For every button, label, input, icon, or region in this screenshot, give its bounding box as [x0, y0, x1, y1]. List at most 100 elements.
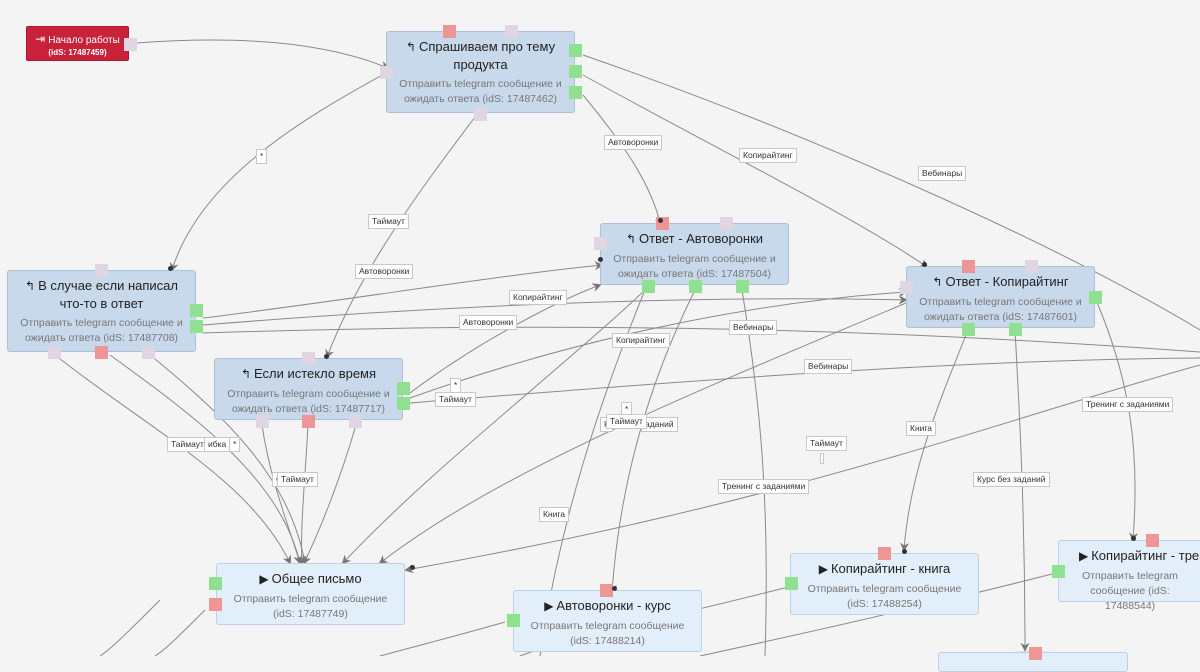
port-fail[interactable] [878, 547, 891, 560]
edge-expired-copy [409, 287, 908, 399]
edge-label: ибка [204, 437, 231, 452]
node-description: Отправить telegram сообщение и ожидать о… [613, 253, 776, 280]
edge-expired-general-3 [303, 424, 357, 565]
node-description: Отправить telegram сообщение (idS: 17488… [1082, 570, 1178, 612]
time-expired-node[interactable]: ↰Если истекло время Отправить telegram с… [214, 358, 403, 420]
node-description: Отправить telegram сообщение (idS: 17488… [807, 583, 962, 610]
edge-label: Копирайтинг [739, 148, 797, 163]
edge-label: Таймаут [606, 414, 647, 429]
edge-label: Таймаут [435, 392, 476, 407]
copywriting-book-node[interactable]: ▶Копирайтинг - книга Отправить telegram … [790, 553, 979, 615]
edge-label: Таймаут [806, 436, 847, 451]
port-success[interactable] [209, 577, 222, 590]
port-fail[interactable] [1146, 534, 1159, 547]
reply-icon: ↰ [625, 232, 636, 246]
start-node[interactable]: ⇥Начало работы (idS: 17487459) [26, 26, 129, 61]
port-answer[interactable] [190, 320, 203, 333]
edge-written-auto [202, 261, 604, 319]
edge-auto-general [341, 289, 646, 565]
port-answer[interactable] [569, 65, 582, 78]
connection-dot [324, 354, 329, 359]
answer-copywriting-node[interactable]: ↰Ответ - Копирайтинг Отправить telegram … [906, 266, 1095, 328]
port-out[interactable] [48, 346, 61, 359]
play-icon: ▶ [544, 599, 554, 613]
edge-ask-copy [582, 74, 929, 269]
port-fail[interactable] [95, 346, 108, 359]
port-answer[interactable] [642, 280, 655, 293]
port-in[interactable] [1025, 260, 1038, 273]
edge-copy-course [1014, 329, 1030, 652]
edge-auto-course [608, 289, 696, 594]
port-answer[interactable] [1089, 291, 1102, 304]
port-answer[interactable] [689, 280, 702, 293]
port-in[interactable] [302, 352, 315, 365]
reply-icon: ↰ [405, 40, 416, 54]
port-fail[interactable] [962, 260, 975, 273]
edge-label-empty [820, 453, 824, 464]
port-answer[interactable] [569, 44, 582, 57]
port-fail[interactable] [443, 25, 456, 38]
port-success[interactable] [507, 614, 520, 627]
port-in[interactable] [95, 264, 108, 277]
edge-general-bottom [379, 621, 506, 656]
edge-start-ask [136, 39, 390, 70]
port-out[interactable] [256, 415, 269, 428]
node-title: В случае если написал что-то в ответ [38, 278, 178, 311]
node-title: Автоворонки - курс [556, 598, 671, 613]
port-fail[interactable] [600, 584, 613, 597]
port-answer[interactable] [190, 304, 203, 317]
node-title: Спрашиваем про тему продукта [418, 39, 556, 72]
edge-label: Вебинары [729, 320, 778, 335]
edge-ask-expired [325, 112, 479, 359]
edge-label: Книга [539, 507, 570, 522]
port-answer[interactable] [962, 323, 975, 336]
edge-label: Таймаут [277, 472, 318, 487]
port-in[interactable] [594, 237, 607, 250]
node-id: (idS: 17487459) [48, 48, 107, 57]
port-fail[interactable] [302, 415, 315, 428]
edge-written-general-2 [109, 354, 303, 565]
port-answer[interactable] [1009, 323, 1022, 336]
port-success[interactable] [785, 577, 798, 590]
edge-expired-general-2 [297, 424, 309, 565]
port-fail[interactable] [209, 598, 222, 611]
port-answer[interactable] [397, 382, 410, 395]
port-out[interactable] [349, 415, 362, 428]
port-answer[interactable] [397, 397, 410, 410]
node-description: Отправить telegram сообщение и ожидать о… [20, 317, 183, 344]
port-fail[interactable] [1029, 647, 1042, 660]
answer-autofunnels-node[interactable]: ↰Ответ - Автоворонки Отправить telegram … [600, 223, 789, 285]
ask-topic-node[interactable]: ↰Спрашиваем про тему продукта Отправить … [386, 31, 575, 113]
port-out[interactable] [142, 346, 155, 359]
port-in[interactable] [380, 66, 393, 79]
play-icon: ▶ [1079, 549, 1089, 563]
connection-dot [598, 257, 603, 262]
port-success[interactable] [1052, 565, 1065, 578]
port-in[interactable] [900, 281, 913, 294]
written-reply-node[interactable]: ↰В случае если написал что-то в ответ От… [7, 270, 196, 352]
edge-label: Копирайтинг [509, 290, 567, 305]
port-answer[interactable] [736, 280, 749, 293]
general-letter-node[interactable]: ▶Общее письмо Отправить telegram сообщен… [216, 563, 405, 625]
edge-ask-auto [582, 94, 664, 228]
node-description: Отправить telegram сообщение (idS: 17487… [233, 593, 388, 620]
node-description: Отправить telegram сообщение и ожидать о… [399, 78, 562, 105]
port-out[interactable] [124, 38, 137, 51]
node-description: Отправить telegram сообщение (idS: 17488… [530, 620, 685, 647]
edge-left-general-2 [154, 609, 206, 656]
autofunnels-course-node[interactable]: ▶Автоворонки - курс Отправить telegram с… [513, 590, 702, 652]
port-in[interactable] [720, 217, 733, 230]
edge-label: Автоворонки [355, 264, 414, 279]
node-description: Отправить telegram сообщение и ожидать о… [227, 388, 390, 415]
copywriting-training-node[interactable]: ▶Копирайтинг - тре Отправить telegram со… [1058, 540, 1200, 612]
edge-auto-training [741, 289, 767, 656]
edge-label: Копирайтинг [612, 333, 670, 348]
node-description: Отправить telegram сообщение и ожидать о… [919, 296, 1082, 323]
node-title: Ответ - Копирайтинг [945, 274, 1069, 289]
port-timeout[interactable] [474, 108, 487, 121]
edge-copy-book [900, 329, 969, 552]
node-title: Ответ - Автоворонки [639, 231, 764, 246]
port-answer[interactable] [569, 86, 582, 99]
port-in[interactable] [505, 25, 518, 38]
